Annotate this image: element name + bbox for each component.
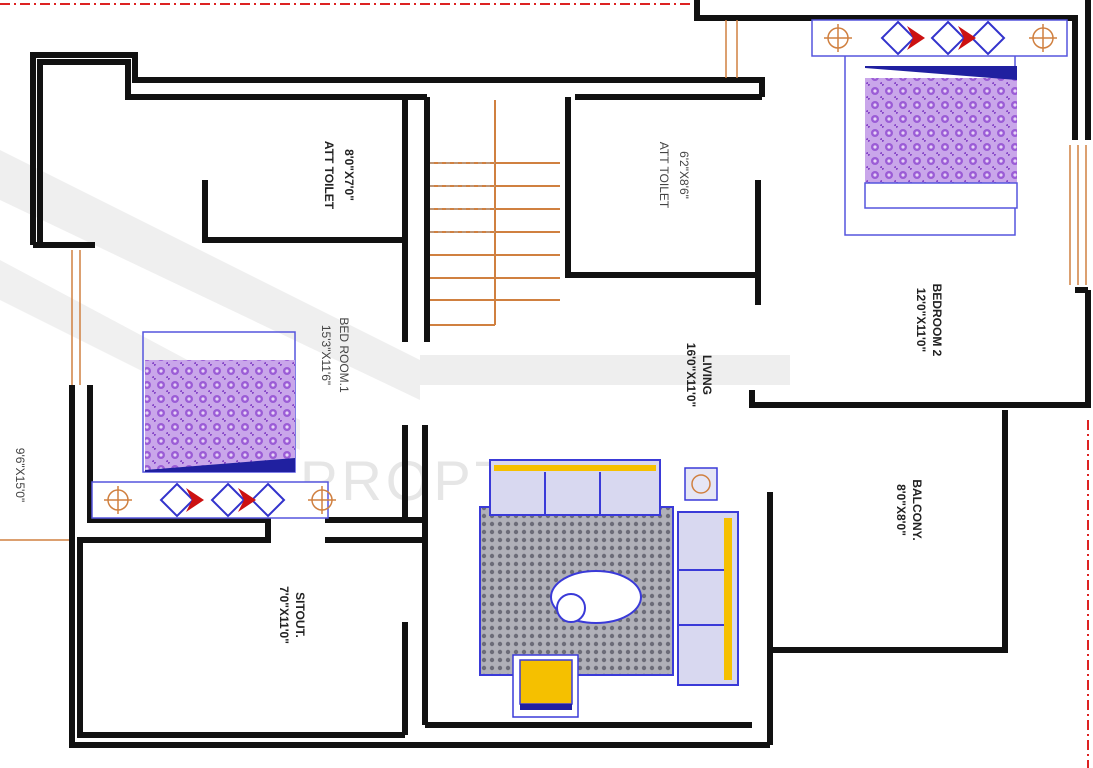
label-att-toilet-1: 8'0"X7'0" ATT TOILET: [322, 141, 356, 210]
bed-1: [91, 331, 336, 519]
living-furniture: [479, 459, 739, 718]
att-toilet-1-name: ATT TOILET: [322, 141, 336, 210]
pillows: [159, 482, 286, 518]
label-att-toilet-2: 6'2"X8'6" ATT TOILET: [657, 142, 691, 209]
label-balcony: BALCONY. 8'0"X8'0": [894, 479, 924, 540]
site-boundary: [0, 3, 1089, 768]
label-bedroom-1: BED ROOM.1 15'3"X11'6": [319, 317, 351, 393]
att-toilet-1-size: 8'0"X7'0": [342, 149, 356, 201]
bed-2: [811, 19, 1068, 236]
living-size: 16'0"X11'0": [684, 343, 698, 407]
left-dimension: 9'6"X15'0": [13, 448, 27, 502]
label-living: LIVING 16'0"X11'0": [684, 343, 714, 407]
att-toilet-2-name: ATT TOILET: [657, 142, 671, 209]
balcony-size: 8'0"X8'0": [894, 484, 908, 536]
label-sitout: SITOUT. 7'0"X11'0": [277, 586, 307, 644]
living-name: LIVING: [700, 355, 714, 395]
balcony-name: BALCONY.: [910, 479, 924, 540]
windows: [725, 20, 1087, 285]
walls: [30, 0, 1091, 748]
sitout-size: 7'0"X11'0": [277, 586, 291, 644]
sitout-name: SITOUT.: [293, 592, 307, 638]
label-bedroom-2: BEDROOM 2 12'0"X11'0": [914, 284, 944, 357]
staircase: [430, 100, 560, 326]
plot-guides: [0, 250, 81, 541]
bedroom-2-name: BEDROOM 2: [930, 284, 944, 357]
att-toilet-2-size: 6'2"X8'6": [677, 151, 691, 199]
bedroom-1-name: BED ROOM.1: [337, 317, 351, 393]
bedroom-2-size: 12'0"X11'0": [914, 288, 928, 352]
bedroom-1-size: 15'3"X11'6": [319, 325, 333, 385]
label-left-dimension: 9'6"X15'0": [13, 448, 27, 502]
